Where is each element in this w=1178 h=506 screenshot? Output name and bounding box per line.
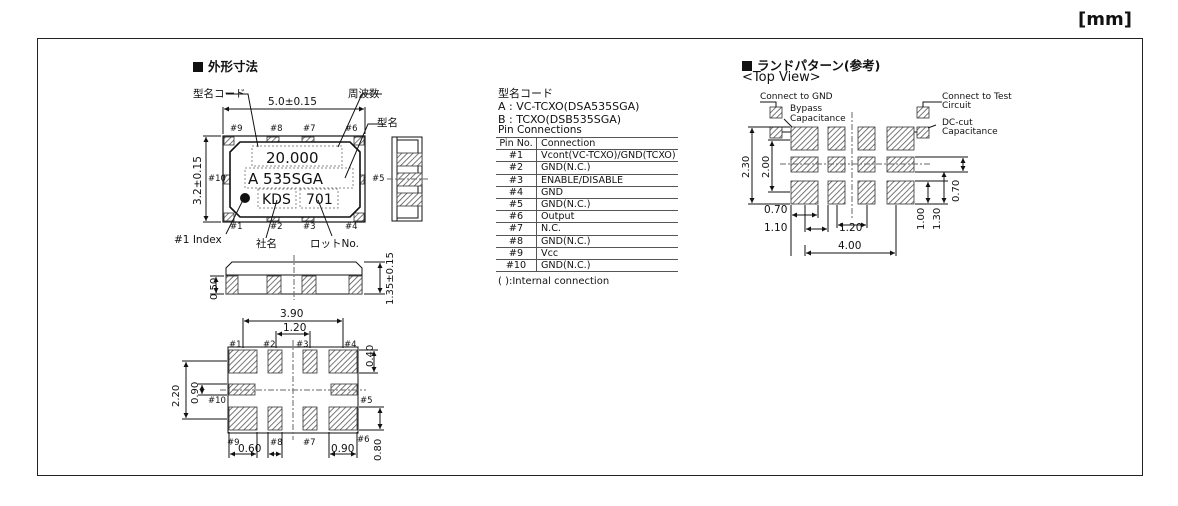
pin-table-title: Pin Connections — [498, 124, 582, 136]
company-label: 社名 — [256, 237, 277, 250]
dim-2-20: 2.20 — [171, 385, 182, 407]
land-dim-1-10: 1.10 — [764, 222, 787, 234]
land-dim-1-30: 1.30 — [932, 208, 943, 230]
top-pin-7: #7 — [303, 124, 316, 134]
side-view-front — [225, 255, 363, 300]
land-connect-gnd: Connect to GND — [760, 92, 833, 102]
model-code-legend: 型名コード A : VC-TCXO(DSA535SGA) B : TCXO(DS… — [498, 87, 639, 126]
dim-width-top: 5.0±0.15 — [268, 96, 317, 108]
dim-body-height: 1.35±0.15 — [385, 252, 396, 305]
land-dim-1-00: 1.00 — [916, 208, 927, 230]
top-view-package — [222, 135, 366, 223]
bottom-view — [220, 340, 366, 440]
table-row: Pin No.Connection — [496, 136, 678, 151]
top-pin-6: #6 — [345, 124, 358, 134]
dim-0-90b: 0.90 — [331, 443, 354, 455]
internal-connection-note: ( ):Internal connection — [498, 276, 610, 287]
land-dc-cut-capacitance: Capacitance — [942, 127, 998, 137]
bottom-pin-3: #3 — [296, 340, 309, 350]
land-circuit: Circuit — [942, 101, 971, 111]
marking-lot: 701 — [306, 192, 333, 208]
dim-pad-height: 0.50 — [209, 278, 220, 300]
dim-0-90: 0.90 — [190, 382, 201, 404]
bottom-pin-7: #7 — [303, 438, 316, 448]
model-code-b: B : TCXO(DSB535SGA) — [498, 113, 622, 126]
land-dim-1-20: 1.20 — [839, 222, 862, 234]
drawing-frame — [37, 38, 1143, 476]
model-code-title: 型名コード — [498, 87, 553, 100]
marking-frequency: 20.000 — [266, 149, 319, 167]
land-dim-0-70: 0.70 — [764, 204, 787, 216]
land-dim-2-30: 2.30 — [741, 156, 752, 178]
land-dc-cut: DC-cut — [942, 118, 973, 128]
lot-label: ロットNo. — [310, 238, 359, 250]
dim-0-40: 0.40 — [365, 345, 376, 367]
top-view-label: <Top View> — [742, 70, 821, 85]
bottom-pin-1: #1 — [229, 340, 242, 350]
top-pin-5: #5 — [372, 174, 385, 184]
land-dim-2-00: 2.00 — [761, 156, 772, 178]
bottom-pin-9: #9 — [227, 438, 240, 448]
frequency-label: 周波数 — [348, 87, 380, 100]
bottom-pin-8: #8 — [270, 438, 283, 448]
index-label: #1 Index — [174, 234, 222, 246]
top-pin-4: #4 — [345, 222, 358, 232]
top-pin-3: #3 — [303, 222, 316, 232]
dim-0-60: 0.60 — [238, 443, 261, 455]
bottom-pin-6: #6 — [357, 435, 370, 445]
top-pin-2: #2 — [270, 222, 283, 232]
top-pin-1: #1 — [230, 222, 243, 232]
land-dim-0-70v: 0.70 — [951, 180, 962, 202]
model-name-label: 型名 — [377, 116, 398, 129]
land-dim-4-00: 4.00 — [838, 240, 861, 252]
land-bypass-capacitance: Capacitance — [790, 114, 846, 124]
land-connect-test: Connect to Test — [942, 92, 1012, 102]
bottom-pin-4: #4 — [344, 340, 357, 350]
index-dot — [240, 193, 250, 203]
section-outline-title: 外形寸法 — [193, 56, 258, 75]
marking-model: A 535SGA — [248, 170, 324, 188]
marking-brand: KDS — [262, 192, 291, 208]
bottom-pin-10: #10 — [208, 396, 226, 406]
top-pin-9: #9 — [230, 124, 243, 134]
land-bypass: Bypass — [790, 104, 822, 114]
top-pin-8: #8 — [270, 124, 283, 134]
dim-3-90: 3.90 — [280, 308, 303, 320]
model-code-a: A : VC-TCXO(DSA535SGA) — [498, 100, 640, 113]
top-pin-10: #10 — [208, 174, 226, 184]
bottom-pin-2: #2 — [263, 340, 276, 350]
land-pattern — [769, 106, 930, 220]
bottom-pin-5: #5 — [360, 396, 373, 406]
dim-height-side: 3.2±0.15 — [192, 156, 204, 205]
model-code-label: 型名コード — [193, 87, 246, 100]
section-land-title: ランドパターン(参考) — [742, 55, 880, 74]
dim-1-20: 1.20 — [283, 322, 306, 334]
unit-label: [mm] — [1078, 9, 1132, 30]
side-view-right — [387, 136, 428, 222]
dim-0-80: 0.80 — [373, 439, 384, 461]
